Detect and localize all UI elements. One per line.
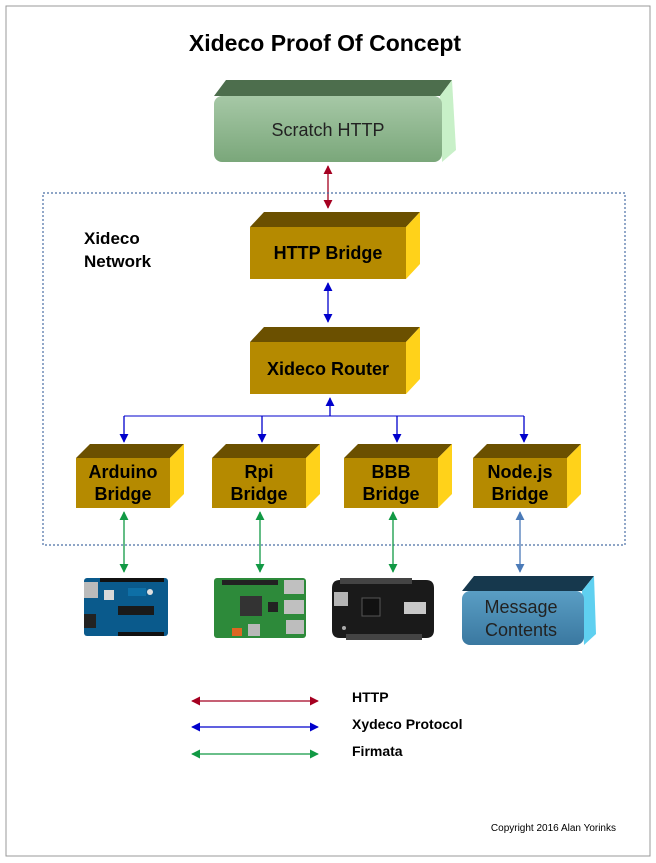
legend-http-label: HTTP xyxy=(352,689,389,705)
legend-firmata-label: Firmata xyxy=(352,743,403,759)
arduino-board-image xyxy=(84,578,168,636)
bbb-bridge-label-line1: BBB xyxy=(372,462,411,482)
nodejs-bridge-node: Node.js Bridge xyxy=(473,444,581,508)
bbb-board-image xyxy=(332,578,434,640)
arduino-bridge-node: Arduino Bridge xyxy=(76,444,184,508)
rpi-bridge-label-line1: Rpi xyxy=(245,462,274,482)
scratch-http-label: Scratch HTTP xyxy=(271,120,384,140)
rpi-board-image xyxy=(214,578,306,638)
http-bridge-label: HTTP Bridge xyxy=(274,243,383,263)
scratch-http-node: Scratch HTTP xyxy=(214,80,456,162)
legend-xydeco-label: Xydeco Protocol xyxy=(352,716,462,732)
xideco-network-label-line1: Xideco xyxy=(84,229,140,248)
http-bridge-node: HTTP Bridge xyxy=(250,212,420,279)
xideco-router-node: Xideco Router xyxy=(250,327,420,394)
bbb-bridge-node: BBB Bridge xyxy=(344,444,452,508)
message-contents-label-line2: Contents xyxy=(485,620,557,640)
diagram-title: Xideco Proof Of Concept xyxy=(189,30,462,56)
message-contents-node: Message Contents xyxy=(462,576,596,645)
xideco-network-label-line2: Network xyxy=(84,252,152,271)
bbb-bridge-label-line2: Bridge xyxy=(362,484,419,504)
xideco-router-label: Xideco Router xyxy=(267,359,389,379)
router-distribution-links xyxy=(119,397,529,443)
page-border xyxy=(5,5,651,857)
xideco-network-boundary xyxy=(42,192,626,546)
arduino-bridge-label-line2: Bridge xyxy=(94,484,151,504)
nodejs-bridge-label-line1: Node.js xyxy=(487,462,552,482)
legend: HTTP Xydeco Protocol Firmata xyxy=(191,689,462,759)
rpi-bridge-node: Rpi Bridge xyxy=(212,444,320,508)
message-contents-label-line1: Message xyxy=(484,597,557,617)
nodejs-bridge-label-line2: Bridge xyxy=(491,484,548,504)
rpi-bridge-label-line2: Bridge xyxy=(230,484,287,504)
copyright-text: Copyright 2016 Alan Yorinks xyxy=(491,823,616,834)
arduino-bridge-label-line1: Arduino xyxy=(89,462,158,482)
